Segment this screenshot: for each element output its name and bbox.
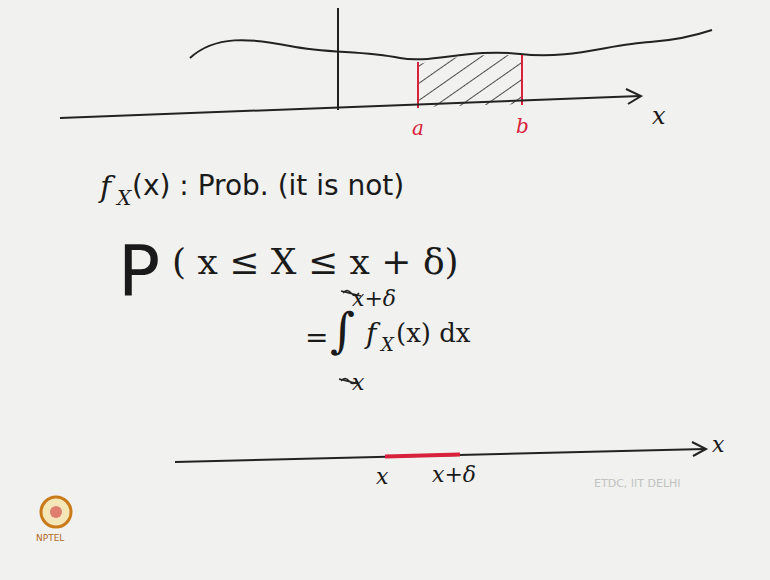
point-label: a <box>412 118 424 138</box>
point-label: x+δ <box>432 464 476 486</box>
arrow-head <box>692 442 706 456</box>
logo-center <box>50 506 62 518</box>
lower-limit: x <box>352 372 364 394</box>
function-name: f <box>100 172 111 202</box>
probability-expression: ( x ≤ X ≤ x + δ) <box>172 244 459 280</box>
definition-note: (x) : Prob. (it is not) <box>132 172 404 200</box>
watermark: ETDC, IIT DELHI <box>594 478 681 489</box>
bound-line <box>521 55 523 105</box>
arrow-head <box>626 89 641 104</box>
vertical-axis <box>337 8 339 110</box>
logo-text: NPTEL <box>36 534 64 543</box>
subscript: X <box>117 188 131 208</box>
axis-label: x <box>652 104 666 128</box>
bound-line <box>417 62 419 108</box>
x-axis <box>60 96 640 118</box>
interval-segment <box>385 455 460 457</box>
axis-label: x <box>712 434 724 456</box>
x-axis <box>175 449 705 462</box>
upper-limit: x+δ <box>352 288 396 310</box>
equals-sign: = <box>305 324 328 352</box>
subscript: X <box>381 336 394 354</box>
integrand: (x) dx <box>396 320 471 346</box>
logo-circle <box>41 497 71 527</box>
point-label: x <box>376 466 388 488</box>
density-curve <box>190 30 712 59</box>
probability-symbol: P <box>118 236 160 306</box>
function-name: f <box>366 320 376 348</box>
hatched-area <box>418 55 522 107</box>
point-label: b <box>516 116 529 136</box>
integral-sign: ∫ <box>330 306 355 354</box>
